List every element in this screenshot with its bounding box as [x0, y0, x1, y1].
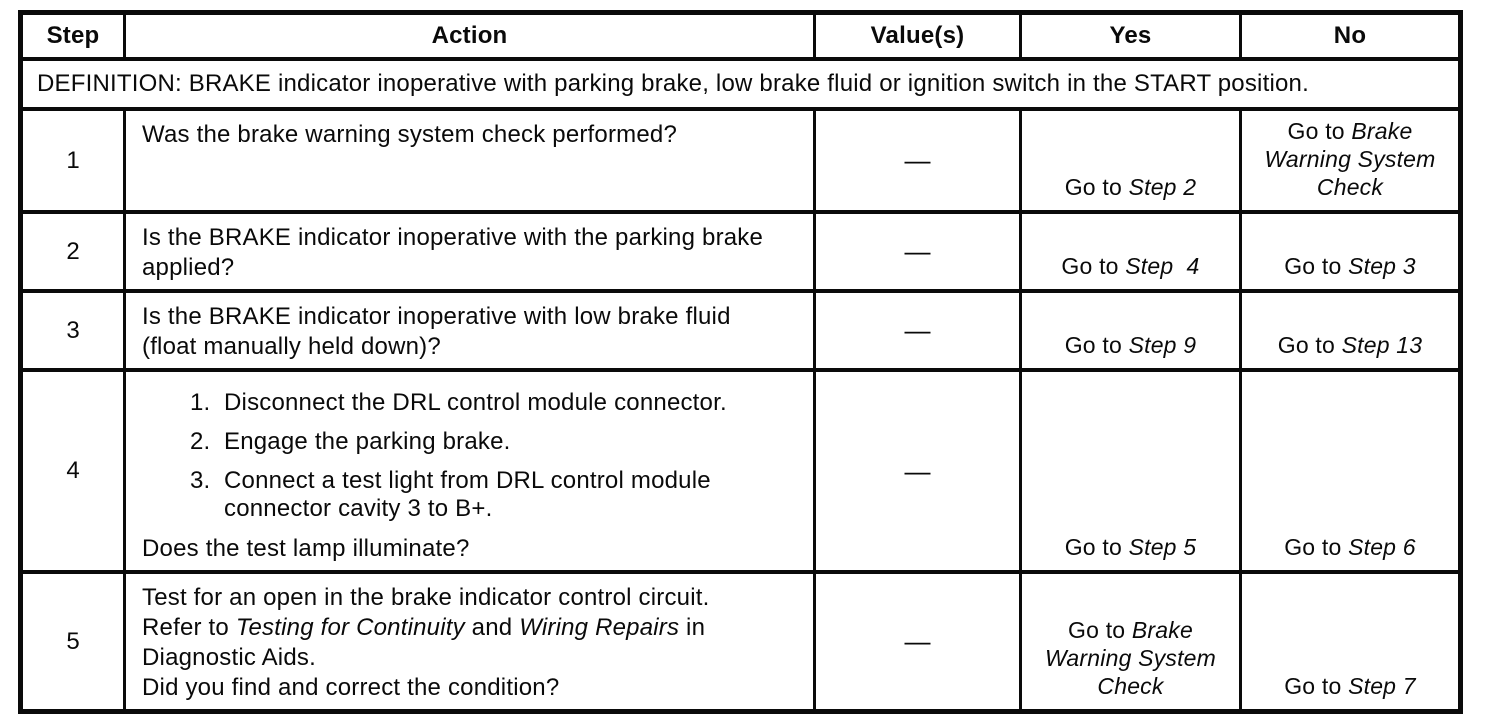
list-item: 3. Connect a test light from DRL control… — [190, 467, 797, 523]
step-number: 5 — [19, 570, 126, 714]
diagnostic-step-table: Step Action Value(s) Yes No DEFINITION: … — [18, 10, 1463, 714]
list-item-text: Disconnect the DRL control module connec… — [224, 389, 727, 416]
goto-reference: Go to Step 7 — [1284, 673, 1416, 699]
table-header-row: Step Action Value(s) Yes No — [19, 10, 1462, 61]
step-number: 3 — [19, 289, 126, 372]
action-question: Is the BRAKE indicator inoperative with … — [142, 224, 764, 281]
table-row: 5 Test for an open in the brake indicato… — [19, 570, 1462, 714]
yes-cell: Go to Step 9 — [1019, 289, 1242, 372]
table-row: 2 Is the BRAKE indicator inoperative wit… — [19, 210, 1462, 293]
no-cell: Go to Brake Warning System Check — [1239, 107, 1462, 214]
step-number: 1 — [19, 107, 126, 214]
table-row: 1 Was the brake warning system check per… — [19, 107, 1462, 214]
column-header-values: Value(s) — [813, 10, 1022, 61]
definition-text: DEFINITION: BRAKE indicator inoperative … — [19, 57, 1462, 111]
no-cell: Go to Step 3 — [1239, 210, 1462, 293]
goto-reference: Go to Step 3 — [1284, 253, 1416, 279]
value-cell: — — [813, 570, 1022, 714]
column-header-no: No — [1239, 10, 1462, 61]
action-cell: 1. Disconnect the DRL control module con… — [123, 368, 816, 574]
list-item-number: 3. — [190, 467, 211, 494]
table-row: 3 Is the BRAKE indicator inoperative wit… — [19, 289, 1462, 372]
definition-row: DEFINITION: BRAKE indicator inoperative … — [19, 57, 1462, 111]
list-item-number: 1. — [190, 389, 211, 416]
goto-reference: Go to Step 13 — [1277, 332, 1423, 358]
step-number: 2 — [19, 210, 126, 293]
value-cell: — — [813, 107, 1022, 214]
column-header-step: Step — [19, 10, 126, 61]
action-instructions: Test for an open in the brake indicator … — [142, 584, 710, 671]
no-cell: Go to Step 6 — [1239, 368, 1462, 574]
list-item-text: Connect a test light from DRL control mo… — [224, 467, 711, 522]
goto-reference: Go to Step 2 — [1064, 174, 1197, 200]
action-question: Was the brake warning system check perfo… — [142, 121, 677, 148]
goto-reference: Go to Step 9 — [1064, 332, 1197, 358]
action-question: Is the BRAKE indicator inoperative with … — [142, 303, 731, 360]
yes-cell: Go to Step 5 — [1019, 368, 1242, 574]
goto-reference: Go to Step 6 — [1284, 534, 1416, 560]
action-question: Does the test lamp illuminate? — [142, 535, 470, 562]
list-item-number: 2. — [190, 428, 211, 455]
goto-reference: Go to Step 4 — [1061, 253, 1200, 279]
list-item-text: Engage the parking brake. — [224, 428, 511, 455]
step-number: 4 — [19, 368, 126, 574]
table-row: 4 1. Disconnect the DRL control module c… — [19, 368, 1462, 574]
no-cell: Go to Step 7 — [1239, 570, 1462, 714]
yes-cell: Go to Step 4 — [1019, 210, 1242, 293]
action-cell: Test for an open in the brake indicator … — [123, 570, 816, 714]
value-cell: — — [813, 368, 1022, 574]
yes-cell: Go to Brake Warning System Check — [1019, 570, 1242, 714]
goto-reference: Go to Brake Warning System Check — [1044, 617, 1217, 699]
no-cell: Go to Step 13 — [1239, 289, 1462, 372]
list-item: 1. Disconnect the DRL control module con… — [190, 389, 797, 417]
yes-cell: Go to Step 2 — [1019, 107, 1242, 214]
scanned-manual-page: Step Action Value(s) Yes No DEFINITION: … — [18, 10, 1463, 714]
column-header-yes: Yes — [1019, 10, 1242, 61]
column-header-action: Action — [123, 10, 816, 61]
value-cell: — — [813, 210, 1022, 293]
action-cell: Was the brake warning system check perfo… — [123, 107, 816, 214]
value-cell: — — [813, 289, 1022, 372]
goto-reference: Go to Brake Warning System Check — [1264, 118, 1436, 200]
action-steps-list: 1. Disconnect the DRL control module con… — [142, 389, 797, 534]
action-cell: Is the BRAKE indicator inoperative with … — [123, 210, 816, 293]
list-item: 2. Engage the parking brake. — [190, 428, 797, 456]
goto-reference: Go to Step 5 — [1064, 534, 1197, 560]
action-question: Did you find and correct the condition? — [142, 674, 560, 701]
action-cell: Is the BRAKE indicator inoperative with … — [123, 289, 816, 372]
